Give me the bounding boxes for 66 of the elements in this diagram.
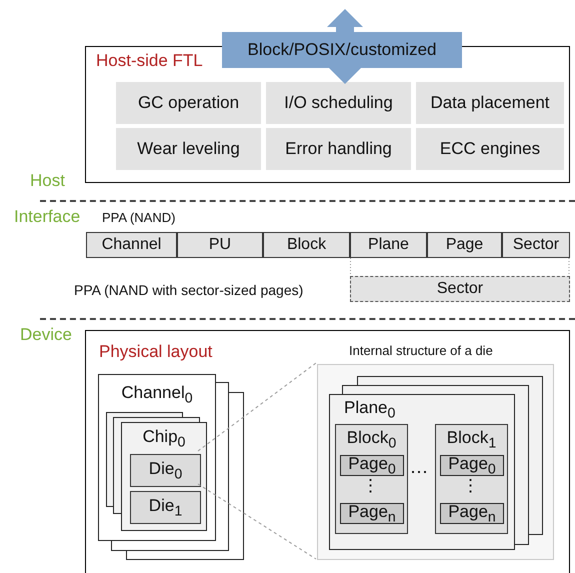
box-label: Chip$_{0}$ [142,427,186,450]
box-label: PU [208,236,232,254]
box-label: Page$_{n}$ [348,502,396,526]
box-label: Sector [512,236,560,254]
function-cell [416,128,564,170]
page-box [440,455,504,476]
address-field [350,232,427,258]
guide-line [568,258,570,276]
function-cell [116,82,261,124]
box-label: Plane$_{0}$ [344,398,396,422]
section-label: Device [20,325,72,345]
box-label: Wear leveling [137,139,240,159]
panel-title: Host-side FTL [96,51,203,71]
function-cell [416,82,564,124]
address-field [350,276,570,302]
box-label: I/O scheduling [284,93,393,113]
section-label: Host [30,171,65,191]
box-label: Plane [368,236,409,254]
box-label: Data placement [430,93,550,113]
panel-title: Internal structure of a die [349,343,493,358]
ellipsis: ⋯ [410,461,428,483]
function-cell [266,82,411,124]
format-label: PPA (NAND with sector-sized pages) [74,282,304,298]
box-label: Page$_{n}$ [448,502,496,526]
die-box [130,454,201,487]
box-label: Sector [436,280,484,298]
channel-card [98,374,216,541]
box-label: Channel [102,236,162,254]
address-field [502,232,570,258]
box-label: Block [286,236,326,254]
box-label: Block$_{0}$ [346,428,396,452]
block-box [435,424,508,534]
address-field [86,232,177,258]
ellipsis: ⋮ [462,475,479,496]
box-label: Die$_{1}$ [148,496,182,520]
zoom-line [198,484,316,560]
block-box [335,424,408,534]
address-field [427,232,502,258]
page-box [340,455,404,476]
box-label: Page$_{0}$ [448,454,496,478]
zoom-line [198,362,316,452]
box-label: Block$_{1}$ [446,428,496,452]
box-label: Error handling [285,139,392,159]
page-box [440,503,504,524]
interface-banner [222,32,462,68]
ellipsis: ⋮ [362,475,379,496]
format-label: PPA (NAND) [102,210,176,225]
function-cell [116,128,261,170]
section-label: Interface [14,207,80,227]
guide-line [350,258,351,276]
box-label: Page$_{0}$ [348,454,396,478]
function-cell [266,128,411,170]
address-field [263,232,350,258]
address-field [177,232,263,258]
die-box [130,491,201,524]
chip-card [121,422,207,531]
page-box [340,503,404,524]
device-panel [85,330,570,573]
box-label: Die$_{0}$ [148,458,182,482]
box-label: GC operation [138,93,240,113]
box-label: Channel$_{0}$ [121,383,193,406]
box-label: Page [446,236,484,254]
plane-card [329,394,515,550]
box-label: ECC engines [440,139,540,159]
panel-title: Physical layout [99,342,212,362]
interface-label: Block/POSIX/customized [248,40,436,60]
